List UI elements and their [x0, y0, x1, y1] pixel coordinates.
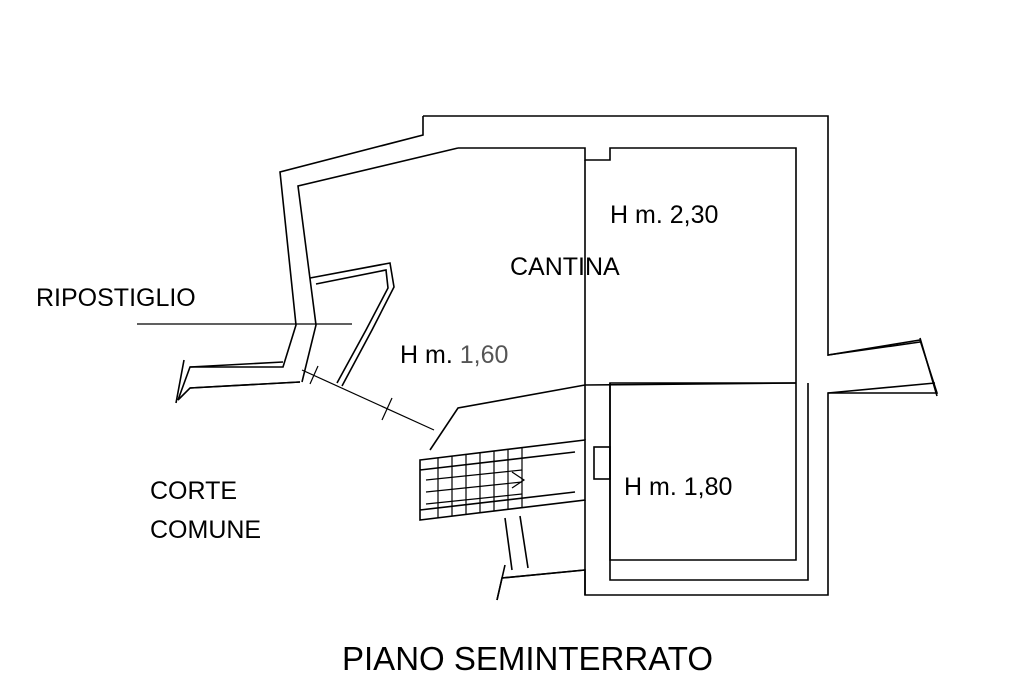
- label-ripostiglio: RIPOSTIGLIO: [36, 284, 196, 312]
- staircase-treads: [425, 448, 523, 518]
- staircase-outline: [419, 439, 586, 521]
- outer-wall: [177, 115, 939, 601]
- label-corte-line2: COMUNE: [150, 516, 261, 544]
- dimension-tick-1: [309, 365, 319, 385]
- left-corridor: [175, 359, 301, 404]
- stair-arrow: [511, 471, 526, 489]
- plan-title: PIANO SEMINTERRATO: [342, 640, 713, 677]
- height-label-3: H m. 1,80: [624, 473, 732, 501]
- height-3-prefix: H m.: [624, 473, 684, 501]
- label-cantina: CANTINA: [510, 253, 620, 281]
- lower-room-walls: [584, 383, 809, 595]
- dimension-tick-2: [381, 397, 393, 421]
- height-2-value-a: 1: [460, 341, 474, 369]
- right-corridor: [827, 337, 938, 397]
- height-label-2: H m. 1,60: [400, 341, 508, 369]
- height-label-1: H m. 2,30: [610, 201, 718, 229]
- lower-stair-walls: [496, 515, 586, 601]
- height-2-prefix: H m.: [400, 341, 460, 369]
- door-jamb: [593, 446, 611, 480]
- height-2-value-b: ,60: [474, 341, 509, 369]
- height-1-value: 2,30: [670, 201, 719, 229]
- label-corte-line1: CORTE: [150, 477, 237, 505]
- ripostiglio-wall: [309, 262, 395, 387]
- inner-wall: [297, 147, 797, 561]
- height-1-prefix: H m.: [610, 201, 670, 229]
- height-3-value: 1,80: [684, 473, 733, 501]
- dimension-line: [301, 369, 435, 431]
